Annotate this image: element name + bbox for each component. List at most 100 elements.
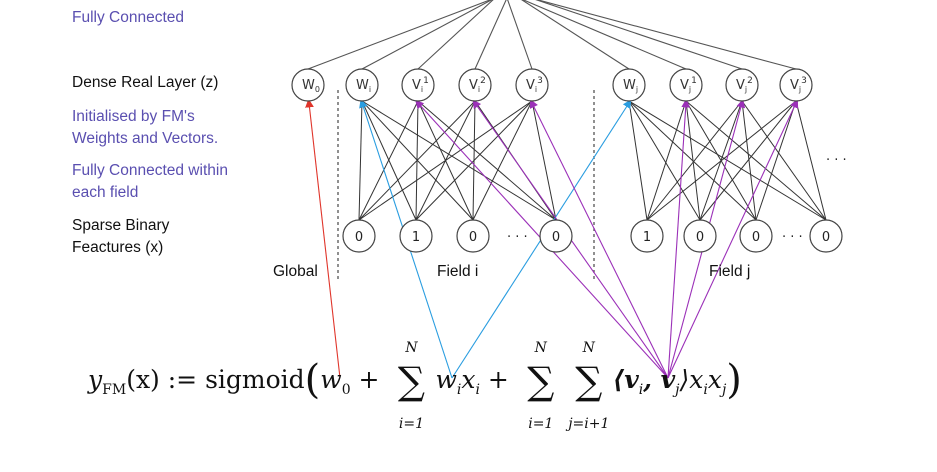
vi-arrow-2 [530,99,669,379]
formula-lhs: y [88,365,103,394]
field-i-ellipsis: · · · [507,230,528,245]
dense-node-field-i-0-label: Wi [356,78,371,94]
dense-node-field-i-3: Vi3 [515,68,549,102]
formula-w0-sub: 0 [341,382,351,398]
field-connection-line [358,100,533,221]
sparse-node-field-i-2-label: 0 [469,230,477,245]
top-connection-line [535,0,743,70]
field-connection-line [361,100,557,221]
top-connection-line [307,0,492,70]
sparse-node-field-i-1: 1 [399,219,433,253]
top-connection-line [536,0,797,70]
field-connection-line [358,100,363,221]
field-connection-line [741,100,827,221]
field-connection-line [646,100,797,221]
sparse-node-field-i-0: 0 [342,219,376,253]
right-ellipsis: · · · [826,153,847,168]
formula-sum-2: N∑i=1 [521,340,561,432]
field-connection-line [646,100,687,221]
top-connection-line [361,0,493,70]
formula-term1: w [435,365,457,394]
dense-node-field-j-0: Wj [612,68,646,102]
dense-node-field-j-3: Vj3 [779,68,813,102]
top-connection-line [417,0,494,70]
field-connection-line [472,100,533,221]
field-dividers [337,90,595,282]
dense-node-field-i-1: Vi1 [401,68,435,102]
network-labels: Global Field i Field j · · · · · · · · · [273,153,847,280]
sparse-node-field-i-0-label: 0 [355,230,363,245]
formula-arg: (x) [126,365,160,394]
formula-inner-sub-j: j [675,382,680,398]
dense-node-w0-label: W0 [302,78,320,94]
sparse-label-line1: Sparse Binary [72,217,170,234]
formula-tail-sub-j: j [721,382,727,398]
field-connection-line [358,100,476,221]
sparse-node-field-j-2-label: 0 [752,230,760,245]
dense-node-field-j-2: Vj2 [725,68,759,102]
field-connection-line [417,100,557,221]
formula-inner-open: ⟨v [612,365,639,394]
sparse-label-line2: Feactures (x) [72,239,164,256]
sparse-node-field-j-0: 1 [630,219,664,253]
sparse-node-field-j-1-label: 0 [696,230,704,245]
dense-node-field-j-1: Vj1 [669,68,703,102]
sparse-node-field-j-3: 0 [809,219,843,253]
top-connection-line [522,0,687,70]
global-field-label: Global [273,263,318,280]
dense-node-field-j-2-label: Vj2 [736,76,753,94]
formula-close-paren: ) [726,357,742,403]
vi-arrow-3 [667,98,691,379]
sum1-upper: N [405,340,418,356]
dense-node-field-j-1-label: Vj1 [680,76,697,94]
formula-tail-x: x [707,365,722,394]
fully-within-label-line2: each field [72,184,139,201]
field-connection-line [628,100,827,221]
formula-inner-sep: , v [643,365,676,394]
dense-layer-label: Dense Real Layer (z) [72,74,219,91]
field-connection-line [358,100,419,221]
field-connection-line [741,100,757,221]
formula-inner-sub-i: i [638,382,644,398]
top-connection-line [507,0,533,70]
dense-node-field-i-0: Wi [345,68,379,102]
sparse-node-field-j-0-label: 1 [643,230,651,245]
sparse-node-field-j-2: 0 [739,219,773,253]
field-connection-lines [358,100,827,221]
formula-x1-sub: i [475,382,480,398]
sum3-lower: j=i+1 [568,416,610,432]
formula-open-paren: ( [304,357,321,403]
formula-x1: x [461,365,476,394]
formula-sum-3: N∑j=i+1 [568,340,609,432]
field-j-ellipsis: · · · [782,230,803,245]
field-j-label: Field j [709,263,750,280]
sparse-node-field-i-2: 0 [456,219,490,253]
formula-fn: sigmoid [205,365,305,394]
field-connection-line [795,100,827,221]
field-connection-line [531,100,557,221]
field-connection-line [646,100,743,221]
formula-tail-sub-i: i [703,382,708,398]
sum2-upper: N [534,340,547,356]
sparse-node-field-j-1: 0 [683,219,717,253]
field-connection-line [628,100,648,221]
dense-node-field-i-2: Vi2 [458,68,492,102]
formula-inner-close: ⟩x [679,365,704,394]
field-connection-line [415,100,533,221]
fully-connected-label: Fully Connected [72,9,185,26]
dense-node-field-j-0-label: Wj [623,78,638,94]
formula-w0: w [320,365,342,394]
formula-assign: := [167,365,198,394]
dense-node-field-j-3-label: Vj3 [790,76,807,94]
initialised-label-line1: Initialised by FM's [72,108,195,125]
field-i-label: Field i [437,263,478,280]
formula-lhs-sub: FM [102,382,127,398]
field-connection-line [685,100,701,221]
field-connection-line [628,100,701,221]
top-connection-line [474,0,507,70]
sum1-lower: i=1 [398,416,425,432]
sparse-node-field-i-1-label: 1 [412,230,420,245]
dense-node-field-i-3-label: Vi3 [526,76,543,94]
dense-node-field-i-1-label: Vi1 [412,76,429,94]
